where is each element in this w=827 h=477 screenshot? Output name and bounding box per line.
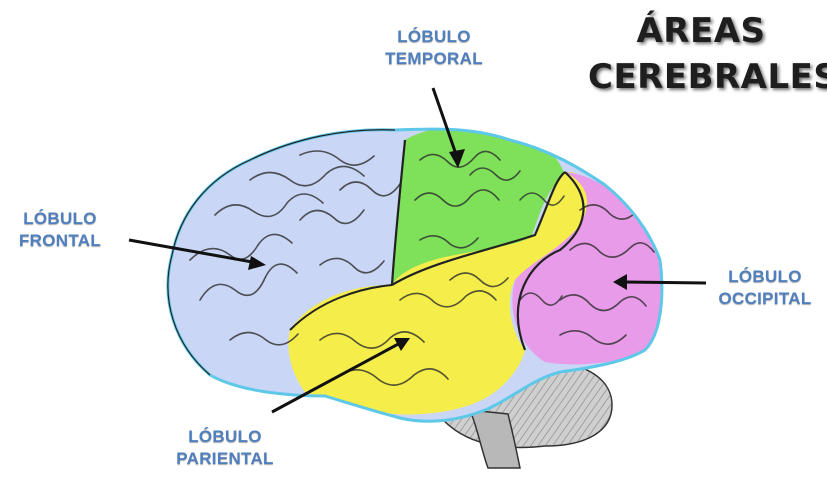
diagram-title: ÁREAS CEREBRALES (588, 8, 814, 100)
label-occipital-line-1: LÓBULO (705, 266, 825, 288)
label-occipital-line-2: OCCIPITAL (705, 288, 825, 310)
label-frontal-lobe: LÓBULO FRONTAL (0, 208, 120, 252)
label-frontal-line-1: LÓBULO (0, 208, 120, 230)
label-parietal-lobe: LÓBULO PARIENTAL (165, 426, 285, 470)
title-line-2: CEREBRALES (588, 54, 814, 100)
label-temporal-lobe: LÓBULO TEMPORAL (364, 26, 504, 70)
title-line-1: ÁREAS (588, 8, 814, 54)
label-parietal-line-2: PARIENTAL (165, 448, 285, 470)
label-temporal-line-2: TEMPORAL (364, 48, 504, 70)
label-parietal-line-1: LÓBULO (165, 426, 285, 448)
label-frontal-line-2: FRONTAL (0, 230, 120, 252)
label-occipital-lobe: LÓBULO OCCIPITAL (705, 266, 825, 310)
label-temporal-line-1: LÓBULO (364, 26, 504, 48)
